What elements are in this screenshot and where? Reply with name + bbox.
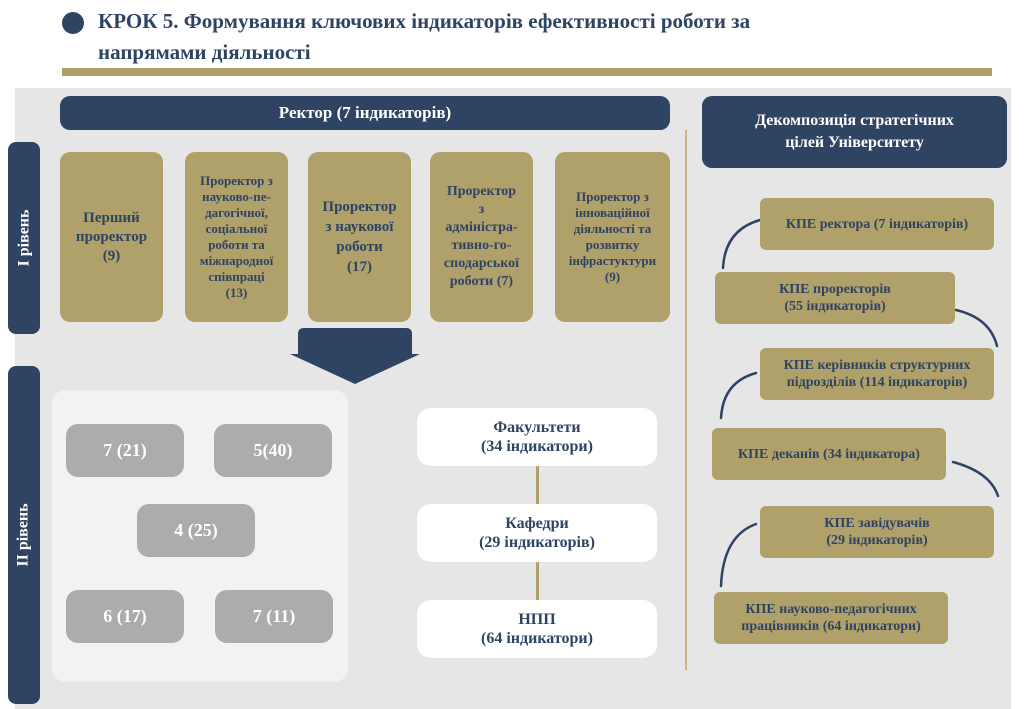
kpe-arc bbox=[951, 460, 1000, 498]
prorector-card-innovation: Проректор з інноваційної діяльності та р… bbox=[555, 152, 670, 322]
kpe-arc bbox=[719, 371, 758, 420]
kpe-rector: КПЕ ректора (7 індикаторів) bbox=[760, 198, 994, 250]
faculty-group-value: 4 (25) bbox=[174, 520, 218, 540]
kpe-label: КПЕ завідувачів (29 індикаторів) bbox=[824, 516, 930, 548]
prorector-card-pedagogical: Проректор з науково-пе- дагогічної, соці… bbox=[185, 152, 288, 322]
kpe-department-heads: КПЕ завідувачів (29 індикаторів) bbox=[760, 506, 994, 558]
departments-label: Кафедри (29 індикаторів) bbox=[479, 515, 595, 551]
page-title: КРОК 5. Формування ключових індикаторів … bbox=[98, 9, 751, 64]
faculty-group-badge: 4 (25) bbox=[137, 504, 255, 557]
hierarchy-connector bbox=[536, 562, 539, 602]
prorector-card-text: Проректор з наукової роботи (17) bbox=[322, 199, 397, 275]
faculty-group-badge: 6 (17) bbox=[66, 590, 184, 643]
faculty-group-badge: 7 (11) bbox=[215, 590, 333, 643]
faculties-label: Факультети (34 індикатори) bbox=[481, 419, 593, 455]
kpe-deans: КПЕ деканів (34 індикатора) bbox=[712, 428, 946, 480]
kpe-label: КПЕ ректора (7 індикаторів) bbox=[785, 216, 969, 232]
kpe-arc bbox=[719, 522, 758, 588]
kpe-prorectors: КПЕ проректорів (55 індикаторів) bbox=[715, 272, 955, 324]
prorector-card-text: Перший проректор (9) bbox=[75, 209, 148, 264]
kpe-label: КПЕ деканів (34 індикатора) bbox=[738, 446, 920, 462]
level-1-label: І рівень bbox=[15, 209, 32, 267]
kpe-connector-arcs bbox=[719, 218, 1000, 588]
faculty-group-value: 5(40) bbox=[253, 440, 293, 460]
down-arrow-icon bbox=[290, 328, 420, 384]
decomposition-header: Декомпозиція стратегічних цілей Універси… bbox=[702, 96, 1007, 168]
kpe-label: КПЕ керівників структурних підрозділів (… bbox=[783, 358, 971, 390]
hierarchy-connector bbox=[536, 466, 539, 506]
staff-label: НПП (64 індикатори) bbox=[481, 611, 593, 647]
decomposition-header-label: Декомпозиція стратегічних цілей Універси… bbox=[755, 112, 954, 151]
faculty-group-value: 7 (21) bbox=[103, 440, 147, 460]
departments-box: Кафедри (29 індикаторів) bbox=[417, 504, 657, 562]
kpe-label: КПЕ науково-педагогічних працівників (64… bbox=[741, 602, 921, 634]
rector-bar: Ректор (7 індикаторів) bbox=[60, 96, 670, 130]
level-2-label: ІІ рівень bbox=[15, 503, 32, 567]
kpe-teaching-staff: КПЕ науково-педагогічних працівників (64… bbox=[714, 592, 948, 644]
prorector-card-text: Проректор з адміністра- тивно-го- сподар… bbox=[443, 184, 520, 289]
prorector-card-science: Проректор з наукової роботи (17) bbox=[308, 152, 411, 322]
faculty-group-badge: 7 (21) bbox=[66, 424, 184, 477]
prorector-card-text: Проректор з інноваційної діяльності та р… bbox=[568, 189, 657, 284]
rector-label: Ректор (7 індикаторів) bbox=[278, 103, 452, 122]
faculty-group-badge: 5(40) bbox=[214, 424, 332, 477]
kpe-unit-heads: КПЕ керівників структурних підрозділів (… bbox=[760, 348, 994, 400]
prorector-card-administrative: Проректор з адміністра- тивно-го- сподар… bbox=[430, 152, 533, 322]
prorector-card-first: Перший проректор (9) bbox=[60, 152, 163, 322]
level-1-tab: І рівень bbox=[8, 142, 40, 334]
title-underline bbox=[62, 68, 992, 76]
prorector-card-text: Проректор з науково-пе- дагогічної, соці… bbox=[199, 173, 274, 300]
staff-box: НПП (64 індикатори) bbox=[417, 600, 657, 658]
faculties-box: Факультети (34 індикатори) bbox=[417, 408, 657, 466]
faculty-group-value: 7 (11) bbox=[252, 606, 296, 626]
title-bullet-icon bbox=[62, 12, 84, 34]
level-2-tab: ІІ рівень bbox=[8, 366, 40, 704]
section-divider bbox=[685, 130, 687, 670]
kpe-label: КПЕ проректорів (55 індикаторів) bbox=[779, 282, 891, 314]
kpe-arc bbox=[954, 308, 999, 348]
faculty-group-value: 6 (17) bbox=[103, 606, 147, 626]
kpe-arc bbox=[721, 218, 762, 270]
